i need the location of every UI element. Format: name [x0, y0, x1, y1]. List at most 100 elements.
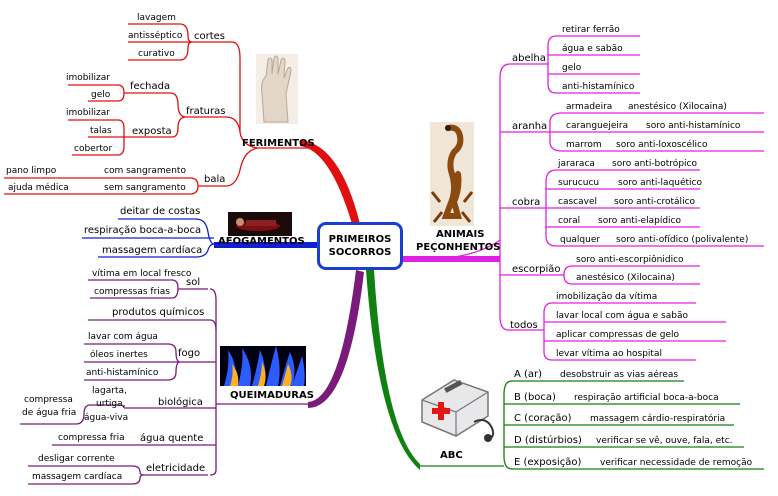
afogamentos-title[interactable]: AFOGAMENTOS — [218, 236, 305, 247]
abelha-leaf: retirar ferrão — [562, 25, 620, 35]
cobra-remedy: soro anti-botrópico — [612, 159, 697, 169]
aranha-remedy: soro anti-loxoscélico — [616, 140, 708, 150]
fraturas-node[interactable]: fraturas — [186, 106, 226, 117]
todos-leaf: levar vítima ao hospital — [556, 349, 662, 359]
biologica-source: água-viva — [84, 413, 129, 423]
aranha-name: caranguejeira — [566, 121, 629, 131]
fechada-leaf: imobilizar — [66, 73, 110, 83]
exposta-leaf: talas — [90, 126, 112, 136]
fogo-leaf: óleos inertes — [90, 350, 148, 360]
bala-node[interactable]: bala — [204, 174, 226, 185]
exposta-node[interactable]: exposta — [132, 126, 172, 137]
aranha-node[interactable]: aranha — [512, 121, 548, 132]
aranha-remedy: anestésico (Xilocaina) — [628, 102, 727, 112]
sol-leaf: compressas frias — [94, 287, 170, 297]
bala-sem-node[interactable]: sem sangramento — [104, 183, 186, 193]
agua-quente-node[interactable]: água quente — [140, 433, 204, 444]
eletricidade-node[interactable]: eletricidade — [146, 463, 206, 474]
abc-name[interactable]: C (coração) — [514, 413, 572, 424]
quimicos-node[interactable]: produtos químicos — [112, 307, 205, 318]
todos-leaf: lavar local com água e sabão — [556, 311, 688, 321]
agua-quente-leaf: compressa fria — [58, 433, 125, 443]
cortes-node[interactable]: cortes — [194, 31, 226, 42]
biologica-remedy: compressa — [24, 395, 73, 405]
fogo-node[interactable]: fogo — [178, 348, 201, 359]
todos-leaf: aplicar compressas de gelo — [556, 330, 680, 340]
escorpiao-leaf: anestésico (Xilocaina) — [576, 273, 675, 283]
cobra-remedy: soro anti-ofídico (polivalente) — [616, 235, 749, 245]
abc-name[interactable]: B (boca) — [514, 392, 556, 403]
abc-name[interactable]: A (ar) — [514, 369, 543, 380]
first-aid-kit-icon — [414, 370, 500, 446]
eletricidade-leaf: massagem cardíaca — [32, 472, 123, 482]
todos-node[interactable]: todos — [510, 320, 538, 331]
abc-desc: verificar necessidade de remoção — [600, 458, 753, 468]
center-title-line2: SOCORROS — [328, 247, 392, 258]
abc-desc: massagem cárdio-respiratória — [590, 414, 726, 424]
queimaduras-trunk — [308, 270, 364, 408]
center-title-line1: PRIMEIROS — [328, 234, 392, 245]
eletricidade-leaf: desligar corrente — [38, 454, 115, 464]
drowning-person-icon — [228, 212, 292, 236]
bala-com-leaf: pano limpo — [6, 166, 57, 176]
biologica-node[interactable]: biológica — [158, 397, 203, 408]
cobra-name: cascavel — [558, 197, 597, 207]
ferimentos-title[interactable]: FERIMENTOS — [242, 138, 315, 149]
afogamentos-leaf: massagem cardíaca — [102, 245, 203, 256]
cobra-remedy: soro anti-laquético — [618, 178, 703, 188]
fechada-leaf: gelo — [91, 90, 111, 100]
flames-icon — [220, 346, 306, 386]
abc-desc: verificar se vê, ouve, fala, etc. — [596, 436, 733, 446]
bala-com-node[interactable]: com sangramento — [104, 166, 186, 176]
glove-icon — [256, 54, 298, 124]
cobra-name: coral — [558, 216, 581, 226]
cobra-name: surucucu — [558, 178, 600, 188]
abelha-leaf: gelo — [562, 63, 582, 73]
cortes-leaf: curativo — [138, 49, 175, 59]
fogo-leaf: lavar com água — [88, 332, 158, 342]
cobra-remedy: soro anti-elapídico — [598, 216, 681, 226]
abc-desc: desobstruir as vias aéreas — [560, 370, 679, 380]
abc-title[interactable]: ABC — [440, 450, 463, 461]
biologica-source: urtiga, — [96, 399, 126, 409]
abc-trunk — [366, 270, 420, 470]
exposta-leaf: imobilizar — [66, 108, 110, 118]
sol-leaf: vítima em local fresco — [92, 269, 192, 279]
cobra-name: jararaca — [558, 159, 595, 169]
fogo-leaf: anti-histamínico — [86, 368, 159, 378]
animais-title-line2[interactable]: PEÇONHENTOS — [416, 242, 501, 253]
escorpiao-leaf: soro anti-escorpiônidico — [576, 255, 684, 265]
cortes-leaf: antisséptico — [128, 31, 183, 41]
afogamentos-leaf: deitar de costas — [120, 206, 201, 217]
abelha-node[interactable]: abelha — [512, 53, 546, 64]
center-node[interactable]: PRIMEIROS SOCORROS — [317, 222, 403, 270]
queimaduras-title[interactable]: QUEIMADURAS — [230, 390, 314, 401]
aranha-name: armadeira — [566, 102, 613, 112]
aranha-remedy: soro anti-histamínico — [646, 121, 741, 131]
cobra-remedy: soro anti-crotálico — [614, 197, 696, 207]
afogamentos-leaf: respiração boca-a-boca — [84, 225, 202, 236]
escorpiao-node[interactable]: escorpião — [512, 264, 561, 275]
animais-title-line1[interactable]: ANIMAIS — [436, 229, 485, 240]
todos-leaf: imobilização da vítima — [556, 292, 658, 302]
abc-name[interactable]: D (distúrbios) — [514, 435, 582, 446]
biologica-source: lagarta, — [92, 386, 127, 396]
abc-desc: respiração artificial boca-a-boca — [574, 393, 719, 403]
abc-name[interactable]: E (exposição) — [514, 457, 582, 468]
ferimentos-trunk — [300, 140, 360, 224]
cortes-leaf: lavagem — [137, 13, 176, 23]
abelha-leaf: água e sabão — [562, 44, 623, 54]
abelha-leaf: anti-histamínico — [562, 82, 635, 92]
cobra-name: qualquer — [560, 235, 601, 245]
biologica-remedy: de água fria — [22, 408, 77, 418]
exposta-leaf: cobertor — [74, 144, 113, 154]
scorpion-icon — [430, 122, 474, 226]
bala-sem-leaf: ajuda médica — [8, 183, 69, 193]
cobra-node[interactable]: cobra — [512, 197, 541, 208]
animais-trunk — [402, 256, 500, 262]
sol-node[interactable]: sol — [186, 277, 201, 288]
aranha-name: marrom — [566, 140, 602, 150]
fechada-node[interactable]: fechada — [130, 81, 171, 92]
